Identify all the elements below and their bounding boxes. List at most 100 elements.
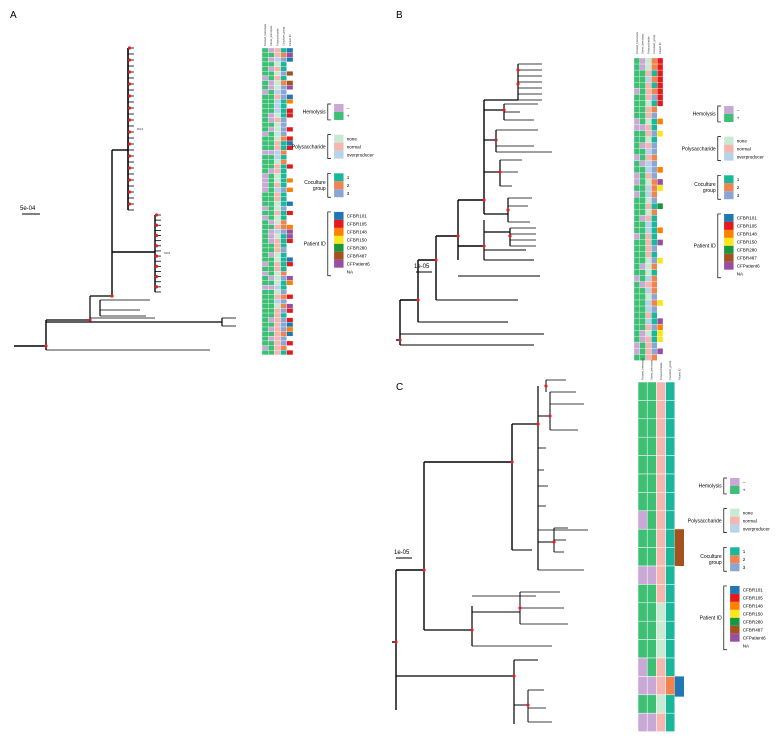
heatmap-cell bbox=[637, 694, 648, 714]
heatmap-cell bbox=[639, 82, 646, 89]
heatmap-cell bbox=[286, 219, 294, 225]
heatmap-cell bbox=[280, 317, 287, 323]
heatmap-cell bbox=[633, 184, 640, 192]
node-marker bbox=[44, 344, 48, 348]
heatmap-cell bbox=[639, 299, 646, 307]
heatmap-cell bbox=[639, 330, 646, 337]
heatmap-cell bbox=[280, 196, 287, 202]
heatmap-cell bbox=[261, 229, 269, 235]
polysaccharide-legend-label: overproducer bbox=[743, 526, 771, 531]
heatmap-cell bbox=[651, 106, 658, 113]
heatmap-cell bbox=[633, 124, 640, 131]
heatmap-cell bbox=[286, 94, 294, 100]
heatmap-cell bbox=[646, 657, 657, 677]
hemolysis-legend-label: + bbox=[743, 488, 746, 493]
node-marker bbox=[127, 202, 132, 206]
heatmap-cell bbox=[633, 336, 640, 343]
hemolysis-legend-swatch bbox=[730, 478, 740, 486]
heatmap-cell bbox=[268, 257, 275, 263]
heatmap-cell bbox=[657, 215, 664, 222]
heatmap-cell bbox=[657, 57, 664, 65]
coculture-legend-swatch bbox=[334, 181, 344, 190]
heatmap-cell bbox=[657, 166, 664, 174]
heatmap-cell bbox=[280, 229, 287, 235]
heatmap-cell bbox=[261, 326, 269, 332]
heatmap-cell bbox=[633, 305, 640, 313]
heatmap-cell bbox=[651, 160, 658, 168]
node-marker bbox=[127, 58, 132, 62]
heatmap-cell bbox=[274, 173, 281, 179]
legend-bracket bbox=[723, 508, 727, 533]
polysaccharide-legend-label: none bbox=[347, 136, 358, 141]
heatmap-cell bbox=[280, 252, 287, 258]
heatmap-cell bbox=[633, 330, 640, 337]
heatmap-cell bbox=[268, 112, 275, 118]
heatmap-cell bbox=[633, 63, 640, 71]
heatmap-cell bbox=[657, 88, 664, 95]
heatmap-cell bbox=[268, 150, 275, 156]
heatmap-cell bbox=[646, 620, 657, 640]
heatmap-cell bbox=[665, 492, 676, 512]
panel-b-scale-label: 1e-05 bbox=[414, 264, 430, 270]
heatmap-cell bbox=[639, 178, 646, 186]
hemolysis-legend-label: – bbox=[347, 106, 350, 111]
column-header: Rotated_hemolysis bbox=[641, 357, 645, 380]
column-header: Patient ID bbox=[658, 42, 662, 54]
heatmap-cell bbox=[639, 281, 646, 289]
heatmap-cell bbox=[286, 89, 294, 95]
legend-bracket bbox=[717, 213, 721, 279]
heatmap-cell bbox=[268, 52, 275, 58]
heatmap-cell bbox=[645, 166, 652, 174]
heatmap-cell bbox=[280, 99, 287, 104]
heatmap-cell bbox=[651, 293, 658, 301]
heatmap-cell bbox=[261, 52, 269, 58]
heatmap-cell bbox=[633, 160, 640, 168]
panel-a-label: A bbox=[10, 10, 17, 21]
heatmap-cell bbox=[657, 112, 664, 119]
heatmap-cell bbox=[268, 140, 275, 146]
node-marker bbox=[552, 540, 556, 544]
panel-b-label: B bbox=[396, 10, 403, 21]
heatmap-cell bbox=[274, 145, 281, 151]
heatmap-cell bbox=[268, 243, 275, 249]
heatmap-cell bbox=[656, 492, 666, 512]
heatmap-cell bbox=[274, 275, 281, 281]
panel-a-legend: Hemolysis–+Polysaccharidenonenormaloverp… bbox=[292, 103, 374, 277]
heatmap-cell bbox=[274, 238, 281, 244]
column-header: Polysaccharide bbox=[646, 36, 650, 54]
heatmap-cell bbox=[651, 178, 658, 186]
heatmap-cell bbox=[280, 322, 287, 328]
heatmap-cell bbox=[286, 257, 294, 263]
heatmap-cell bbox=[657, 124, 664, 131]
heatmap-cell bbox=[280, 261, 287, 267]
hemolysis-legend-label: + bbox=[347, 114, 350, 119]
polysaccharide-legend-label: none bbox=[737, 138, 748, 143]
patient-legend-label: CFBR280 bbox=[743, 620, 764, 625]
heatmap-cell bbox=[656, 565, 666, 585]
heatmap-cell bbox=[657, 209, 664, 216]
heatmap-cell bbox=[637, 547, 648, 567]
heatmap-cell bbox=[261, 252, 269, 258]
heatmap-cell bbox=[286, 243, 294, 249]
node-marker bbox=[510, 460, 514, 464]
heatmap-cell bbox=[261, 94, 269, 100]
heatmap-cell bbox=[261, 122, 269, 128]
heatmap-cell bbox=[657, 299, 664, 307]
heatmap-cell bbox=[646, 602, 657, 622]
heatmap-cell bbox=[639, 88, 646, 95]
heatmap-cell bbox=[657, 148, 664, 155]
node-marker bbox=[516, 68, 520, 72]
heatmap-cell bbox=[645, 160, 652, 168]
heatmap-cell bbox=[656, 510, 666, 530]
heatmap-cell bbox=[268, 173, 275, 179]
heatmap-cell bbox=[261, 57, 269, 63]
node-marker bbox=[127, 190, 132, 194]
heatmap-cell bbox=[639, 251, 646, 258]
heatmap-cell bbox=[657, 203, 664, 210]
heatmap-cell bbox=[651, 342, 658, 349]
heatmap-cell bbox=[657, 118, 664, 125]
heatmap-cell bbox=[286, 80, 294, 86]
node-marker bbox=[508, 234, 512, 238]
heatmap-cell bbox=[639, 269, 646, 276]
